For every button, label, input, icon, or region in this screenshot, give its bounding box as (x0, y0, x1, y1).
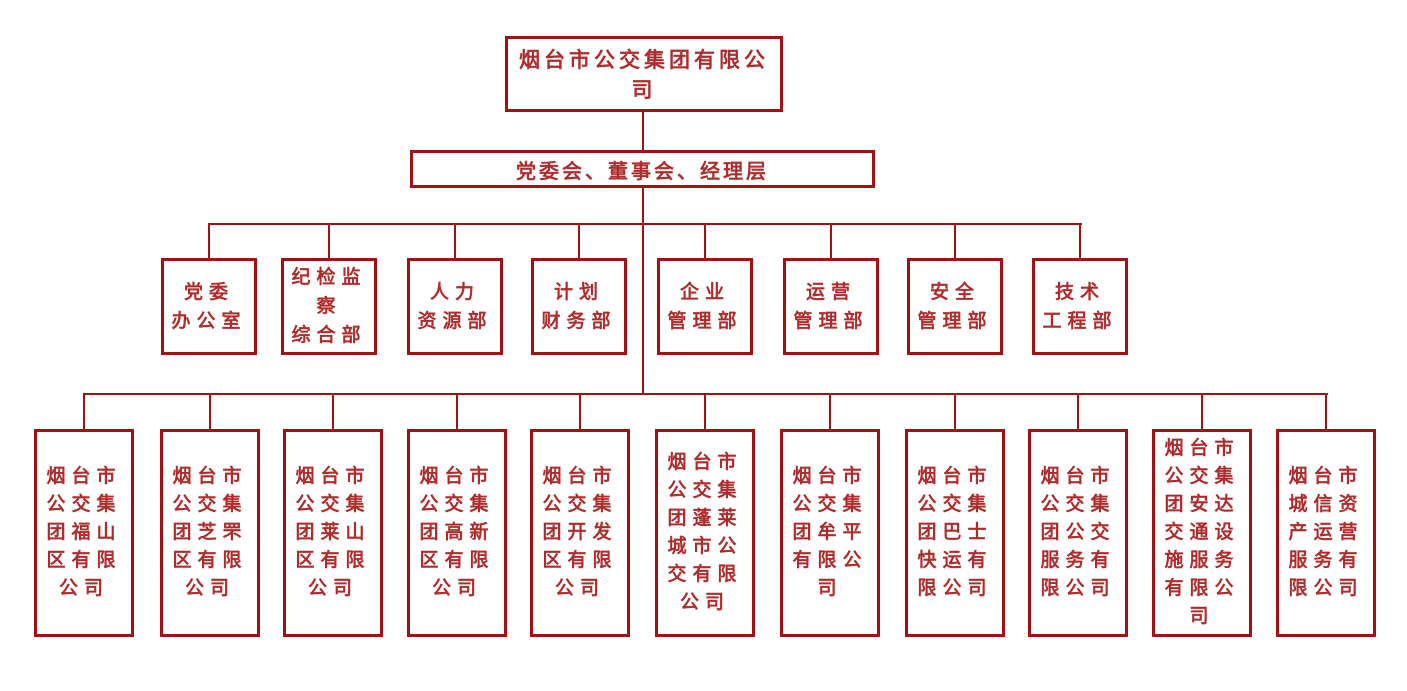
drop-line-sub-2 (209, 393, 211, 430)
drop-line-sub-1 (83, 393, 85, 430)
drop-line-dept-8 (1079, 223, 1081, 259)
drop-line-dept-1 (208, 223, 210, 259)
connector-root-to-governance (642, 112, 644, 150)
drop-line-sub-11 (1325, 393, 1327, 430)
connector-governance-to-subsidiary-bus (642, 186, 644, 394)
org-node-dept-enterprise-management: 企业 管理部 (657, 258, 753, 355)
org-node-dept-operations-management: 运营 管理部 (783, 258, 879, 355)
drop-line-dept-2 (328, 223, 330, 259)
drop-line-sub-4 (456, 393, 458, 430)
drop-line-sub-10 (1201, 393, 1203, 430)
drop-line-dept-5 (704, 223, 706, 259)
org-node-root-company: 烟台市公交集团有限公司 (505, 36, 783, 112)
org-node-sub-kaifa: 烟台市 公交集 团开发 区有限 公司 (530, 429, 630, 637)
org-node-sub-penglai: 烟台市 公交集 团蓬莱 城市公 交有限 公司 (655, 429, 755, 637)
drop-line-sub-3 (332, 393, 334, 430)
org-node-sub-zhifu: 烟台市 公交集 团芝罘 区有限 公司 (160, 429, 260, 637)
org-node-sub-fushan: 烟台市 公交集 团福山 区有限 公司 (34, 429, 134, 637)
org-node-dept-party-office: 党委 办公室 (161, 258, 257, 355)
org-node-dept-safety-management: 安全 管理部 (907, 258, 1003, 355)
org-node-sub-muping: 烟台市 公交集 团牟平 有限公 司 (780, 429, 880, 637)
drop-line-dept-6 (830, 223, 832, 259)
department-bus-line (208, 223, 1082, 225)
org-node-sub-bus-service: 烟台市 公交集 团公交 服务有 限公司 (1028, 429, 1128, 637)
drop-line-sub-8 (954, 393, 956, 430)
org-node-sub-gaoxin: 烟台市 公交集 团高新 区有限 公司 (407, 429, 507, 637)
drop-line-dept-4 (578, 223, 580, 259)
org-node-sub-anda-traffic-facilities: 烟台市 公交集 团安达 交通设 施服务 有限公 司 (1152, 429, 1252, 637)
drop-line-sub-5 (579, 393, 581, 430)
org-node-dept-technology-engineering: 技术 工程部 (1032, 258, 1128, 355)
org-node-dept-discipline-inspection: 纪检监 察 综合部 (281, 258, 377, 355)
org-node-sub-chengxin-assets: 烟台市 城信资 产运营 服务有 限公司 (1276, 429, 1376, 637)
drop-line-sub-9 (1077, 393, 1079, 430)
drop-line-dept-3 (454, 223, 456, 259)
drop-line-sub-6 (704, 393, 706, 430)
org-node-sub-laishan: 烟台市 公交集 团莱山 区有限 公司 (283, 429, 383, 637)
org-node-dept-planning-finance: 计划 财务部 (531, 258, 627, 355)
drop-line-sub-7 (829, 393, 831, 430)
org-node-sub-bus-express: 烟台市 公交集 团巴士 快运有 限公司 (905, 429, 1005, 637)
org-node-dept-human-resources: 人力 资源部 (407, 258, 503, 355)
org-node-governance: 党委会、董事会、经理层 (410, 150, 875, 188)
drop-line-dept-7 (954, 223, 956, 259)
